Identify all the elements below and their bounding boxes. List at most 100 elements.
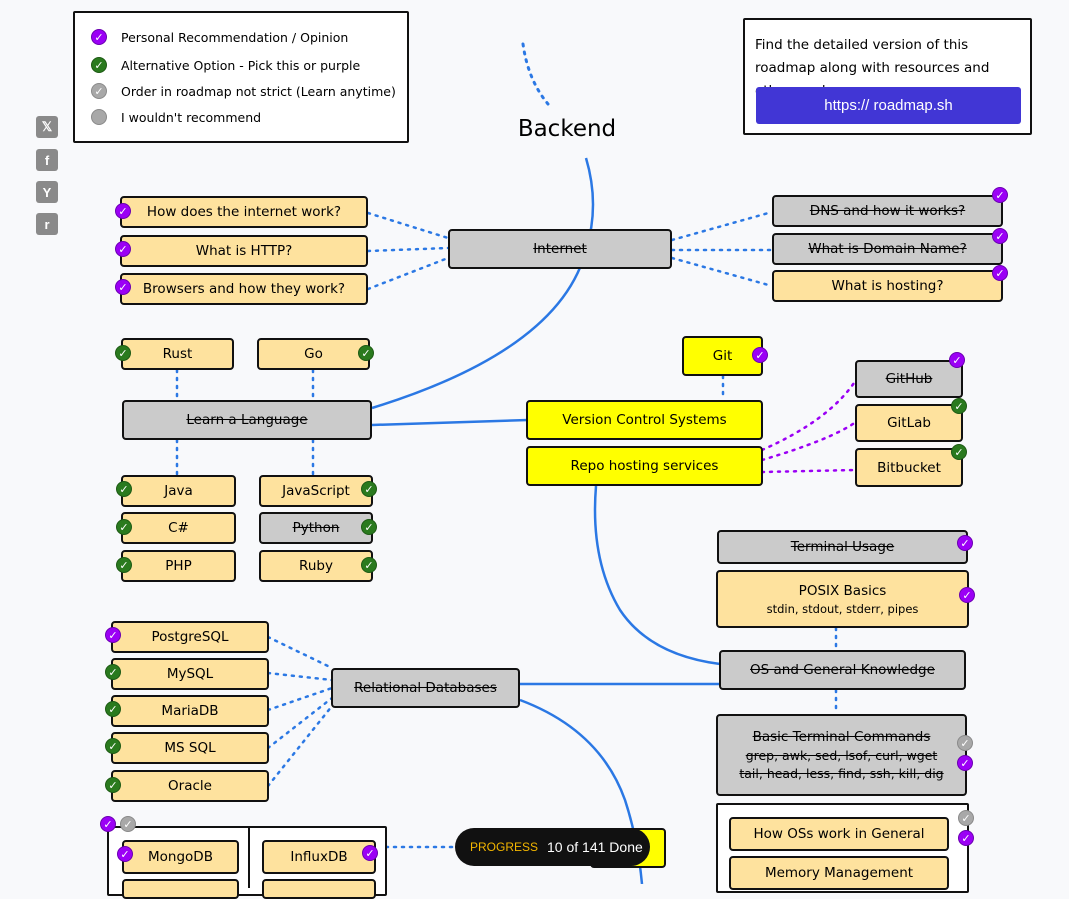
alternative-check-icon: ✓	[105, 664, 121, 680]
node-php[interactable]: PHP	[121, 550, 236, 582]
node-hosting[interactable]: What is hosting?	[772, 270, 1003, 302]
alternative-check-icon: ✓	[951, 398, 967, 414]
personal-check-icon: ✓	[992, 228, 1008, 244]
personal-check-icon: ✓	[992, 187, 1008, 203]
promo-box: Find the detailed version of this roadma…	[743, 18, 1032, 135]
node-csharp[interactable]: C#	[121, 512, 236, 544]
personal-check-icon: ✓	[992, 265, 1008, 281]
node-how-internet-works[interactable]: How does the internet work?	[120, 196, 368, 228]
node-gitlab[interactable]: GitLab	[855, 404, 963, 442]
personal-check-icon: ✓	[105, 627, 121, 643]
alternative-check-icon: ✓	[105, 738, 121, 754]
node-nosql-partial-right[interactable]	[262, 879, 376, 899]
node-influxdb[interactable]: InfluxDB	[262, 840, 376, 874]
terminal-commands-title: Basic Terminal Commands	[752, 729, 931, 745]
personal-check-icon: ✓	[752, 347, 768, 363]
personal-check-icon: ✓	[115, 241, 131, 257]
roadmap-title: Backend	[517, 116, 617, 142]
legend-personal: ✓ Personal Recommendation / Opinion	[91, 29, 348, 45]
alternative-check-icon: ✓	[105, 777, 121, 793]
personal-check-icon: ✓	[957, 535, 973, 551]
alternative-check-icon: ✓	[358, 345, 374, 361]
reddit-share-icon[interactable]: r	[36, 213, 58, 235]
personal-check-icon: ✓	[115, 279, 131, 295]
node-what-is-http[interactable]: What is HTTP?	[120, 235, 368, 267]
node-postgresql[interactable]: PostgreSQL	[111, 621, 269, 653]
progress-indicator[interactable]: PROGRESS 10 of 141 Done	[455, 828, 650, 866]
node-python[interactable]: Python	[259, 512, 373, 544]
progress-label: PROGRESS	[470, 840, 539, 854]
alternative-check-icon: ✓	[116, 519, 132, 535]
alternative-check-icon: ✓	[116, 557, 132, 573]
alternative-check-icon: ✓	[115, 345, 131, 361]
node-memory-management[interactable]: Memory Management	[729, 856, 949, 890]
alternative-check-icon: ✓	[116, 481, 132, 497]
personal-check-icon: ✓	[959, 587, 975, 603]
node-repo-hosting[interactable]: Repo hosting services	[526, 446, 763, 486]
personal-check-icon: ✓	[91, 29, 107, 45]
personal-check-icon: ✓	[115, 203, 131, 219]
node-java[interactable]: Java	[121, 475, 236, 507]
facebook-share-icon[interactable]: f	[36, 149, 58, 171]
hackernews-share-icon[interactable]: Y	[36, 181, 58, 203]
node-ruby[interactable]: Ruby	[259, 550, 373, 582]
node-nosql-partial-left[interactable]	[122, 879, 239, 899]
personal-check-icon: ✓	[949, 352, 965, 368]
legend-not-recommended: I wouldn't recommend	[91, 109, 261, 125]
nosql-divider	[248, 828, 250, 888]
legend-alternative-label: Alternative Option - Pick this or purple	[121, 57, 361, 73]
node-domain-name[interactable]: What is Domain Name?	[772, 233, 1003, 265]
node-oracle[interactable]: Oracle	[111, 770, 269, 802]
posix-title: POSIX Basics	[798, 582, 887, 599]
node-mysql[interactable]: MySQL	[111, 658, 269, 690]
legend-order-label: Order in roadmap not strict (Learn anyti…	[121, 83, 396, 99]
node-posix-basics[interactable]: POSIX Basics stdin, stdout, stderr, pipe…	[716, 570, 969, 628]
order-check-icon: ✓	[120, 816, 136, 832]
node-relational-databases[interactable]: Relational Databases	[331, 668, 520, 708]
node-git[interactable]: Git	[682, 336, 763, 376]
node-github[interactable]: GitHub	[855, 360, 963, 398]
personal-check-icon: ✓	[100, 816, 116, 832]
node-learn-language[interactable]: Learn a Language	[122, 400, 372, 440]
terminal-commands-line2: tail, head, less, find, ssh, kill, dig	[739, 766, 944, 781]
node-terminal-commands[interactable]: Basic Terminal Commands grep, awk, sed, …	[716, 714, 967, 796]
alternative-check-icon: ✓	[951, 444, 967, 460]
alternative-check-icon: ✓	[361, 557, 377, 573]
posix-subtitle: stdin, stdout, stderr, pipes	[766, 601, 919, 616]
x-share-icon[interactable]: 𝕏	[36, 116, 58, 138]
node-terminal-usage[interactable]: Terminal Usage	[717, 530, 968, 564]
gray-dot-icon	[91, 109, 107, 125]
node-vcs[interactable]: Version Control Systems	[526, 400, 763, 440]
roadmap-link-button[interactable]: https:// roadmap.sh	[756, 87, 1021, 124]
terminal-commands-line1: grep, awk, sed, lsof, curl, wget	[745, 748, 938, 763]
legend-box: ✓ Personal Recommendation / Opinion ✓ Al…	[73, 11, 409, 143]
personal-check-icon: ✓	[362, 845, 378, 861]
node-bitbucket[interactable]: Bitbucket	[855, 448, 963, 487]
node-mongodb[interactable]: MongoDB	[122, 840, 239, 874]
node-how-os-work[interactable]: How OSs work in General	[729, 817, 949, 851]
alternative-check-icon: ✓	[361, 481, 377, 497]
personal-check-icon: ✓	[958, 830, 974, 846]
node-os-general[interactable]: OS and General Knowledge	[719, 650, 966, 690]
legend-order: ✓ Order in roadmap not strict (Learn any…	[91, 83, 396, 99]
node-dns[interactable]: DNS and how it works?	[772, 195, 1003, 227]
personal-check-icon: ✓	[957, 755, 973, 771]
node-go[interactable]: Go	[257, 338, 370, 370]
alternative-check-icon: ✓	[91, 57, 107, 73]
node-mssql[interactable]: MS SQL	[111, 732, 269, 764]
node-browsers[interactable]: Browsers and how they work?	[120, 273, 368, 305]
order-check-icon: ✓	[957, 735, 973, 751]
node-javascript[interactable]: JavaScript	[259, 475, 373, 507]
order-check-icon: ✓	[958, 810, 974, 826]
node-mariadb[interactable]: MariaDB	[111, 695, 269, 727]
legend-not-recommended-label: I wouldn't recommend	[121, 109, 262, 125]
legend-alternative: ✓ Alternative Option - Pick this or purp…	[91, 57, 360, 73]
alternative-check-icon: ✓	[361, 519, 377, 535]
order-check-icon: ✓	[91, 83, 107, 99]
personal-check-icon: ✓	[117, 846, 133, 862]
node-rust[interactable]: Rust	[121, 338, 234, 370]
legend-personal-label: Personal Recommendation / Opinion	[121, 29, 349, 45]
progress-text: 10 of 141 Done	[547, 839, 643, 855]
node-internet[interactable]: Internet	[448, 229, 672, 269]
alternative-check-icon: ✓	[105, 701, 121, 717]
